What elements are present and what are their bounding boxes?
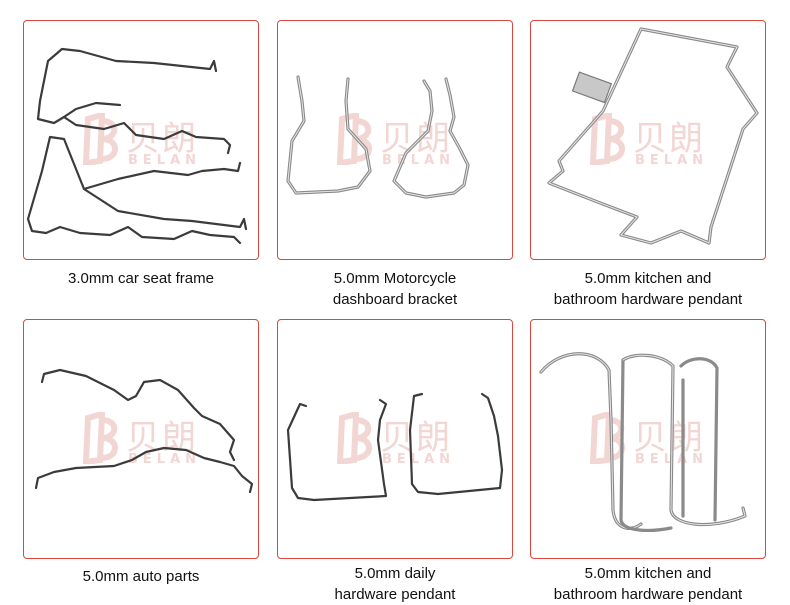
belan-logo-icon (82, 113, 118, 165)
watermark: 贝朗 BELAN (336, 111, 466, 171)
belan-logo-icon (589, 113, 625, 165)
watermark: 贝朗 BELAN (82, 111, 212, 171)
caption-line: dashboard bracket (332, 291, 458, 308)
watermark-en: BELAN (128, 452, 202, 467)
product-card-daily-pendant: 贝朗 BELAN (277, 319, 513, 559)
watermark-en: BELAN (128, 153, 202, 168)
caption-kitchen-pendant-1: 5.0mm kitchen and bathroom hardware pend… (518, 268, 778, 310)
caption-line: 5.0mm Motorcycle (333, 270, 457, 287)
watermark: 贝朗 BELAN (589, 111, 719, 171)
car-seat-frame-image (26, 47, 248, 245)
watermark-cn: 贝朗 (633, 418, 705, 458)
watermark: 贝朗 BELAN (82, 410, 212, 470)
caption-auto-parts: 5.0mm auto parts (11, 566, 271, 587)
caption-line: bathroom hardware pendant (553, 586, 743, 603)
caption-line: bathroom hardware pendant (553, 291, 743, 308)
caption-line: 3.0mm car seat frame (68, 270, 214, 287)
product-card-car-seat-frame: 贝朗 BELAN (23, 20, 259, 260)
caption-daily-pendant: 5.0mm daily hardware pendant (265, 563, 525, 605)
caption-motorcycle-bracket: 5.0mm Motorcycle dashboard bracket (265, 268, 525, 310)
belan-logo-icon (336, 412, 372, 464)
caption-car-seat-frame: 3.0mm car seat frame (11, 268, 271, 289)
watermark: 贝朗 BELAN (336, 410, 466, 470)
product-card-kitchen-pendant-1: 贝朗 BELAN (530, 20, 766, 260)
kitchen-pendant-image (547, 27, 759, 245)
watermark-en: BELAN (382, 153, 456, 168)
watermark-en: BELAN (635, 452, 709, 467)
caption-kitchen-pendant-2: 5.0mm kitchen and bathroom hardware pend… (518, 563, 778, 605)
caption-line: 5.0mm auto parts (82, 568, 200, 585)
watermark-cn: 贝朗 (380, 119, 452, 159)
motorcycle-bracket-image (286, 75, 470, 199)
watermark-cn: 贝朗 (380, 418, 452, 458)
caption-line: 5.0mm daily (354, 565, 436, 582)
watermark-cn: 贝朗 (633, 119, 705, 159)
auto-parts-image (34, 368, 254, 494)
belan-logo-icon (82, 412, 118, 464)
watermark-cn: 贝朗 (126, 418, 198, 458)
product-card-kitchen-pendant-2: 贝朗 BELAN (530, 319, 766, 559)
caption-line: hardware pendant (334, 586, 456, 603)
product-card-motorcycle-bracket: 贝朗 BELAN (277, 20, 513, 260)
watermark-en: BELAN (635, 153, 709, 168)
product-card-auto-parts: 贝朗 BELAN (23, 319, 259, 559)
watermark-en: BELAN (382, 452, 456, 467)
daily-pendant-image (286, 392, 504, 502)
caption-line: 5.0mm kitchen and (584, 565, 712, 582)
watermark: 贝朗 BELAN (589, 410, 719, 470)
caption-line: 5.0mm kitchen and (584, 270, 712, 287)
kitchen-pendant-2-image (539, 352, 747, 532)
